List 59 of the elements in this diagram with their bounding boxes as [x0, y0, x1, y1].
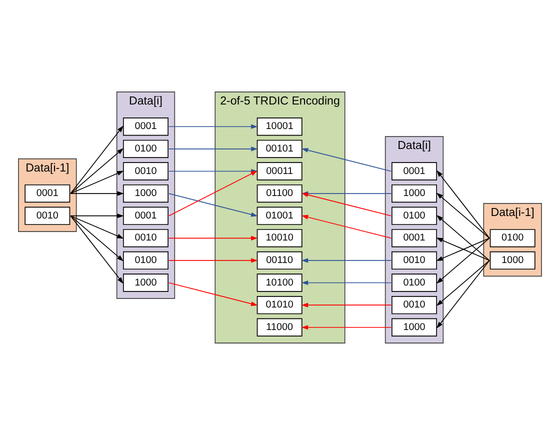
node-box: 1000	[392, 318, 437, 336]
node-box: 0100	[123, 251, 168, 270]
arrow	[70, 148, 124, 194]
arrow	[301, 280, 392, 286]
node-box: 01100	[256, 184, 302, 203]
arrow	[301, 302, 392, 308]
arrow	[436, 238, 490, 284]
arrow	[70, 215, 124, 262]
node-box: 0001	[123, 206, 168, 225]
node-box: 1000	[392, 184, 437, 203]
arrow	[70, 126, 124, 194]
node-box: 0001	[392, 229, 437, 248]
node-box: 0010	[24, 206, 70, 225]
node-box: 00011	[256, 162, 302, 180]
arrow	[70, 215, 124, 284]
node-box: 11000	[256, 318, 302, 336]
arrow	[302, 214, 392, 239]
node-box: 10010	[256, 229, 302, 248]
node-box: 0010	[392, 296, 437, 314]
arrow	[436, 260, 490, 328]
arrow	[302, 192, 392, 216]
node-box: 0010	[392, 251, 437, 270]
arrow	[301, 325, 392, 330]
arrow	[168, 124, 258, 129]
node-box: 00110	[256, 251, 302, 270]
arrow	[70, 170, 124, 194]
arrow	[301, 258, 392, 263]
arrow	[168, 170, 258, 216]
arrow	[70, 191, 124, 196]
node-box: 0100	[392, 274, 437, 292]
node-box: 0010	[123, 162, 168, 180]
node-box: 10001	[256, 118, 302, 136]
node-box: 00101	[256, 140, 302, 158]
arrow	[436, 260, 490, 306]
node-box: 0100	[392, 206, 437, 225]
node-box: 01001	[256, 206, 302, 225]
arrow	[168, 282, 258, 306]
node-box: 01010	[256, 296, 302, 314]
arrow	[436, 170, 490, 239]
arrow	[70, 215, 124, 239]
arrow	[168, 236, 258, 240]
node-box: 1000	[123, 274, 168, 292]
node-box: 10100	[256, 274, 302, 292]
arrow	[168, 193, 258, 217]
arrow	[436, 215, 490, 261]
node-box: 1000	[123, 184, 168, 203]
node-box: 0001	[123, 118, 168, 136]
node-box: 0100	[490, 229, 536, 248]
arrow	[168, 146, 258, 152]
arrow	[302, 148, 392, 172]
node-box: 0001	[24, 184, 70, 203]
arrow	[168, 258, 258, 263]
arrow	[70, 214, 124, 218]
arrow	[436, 192, 490, 239]
node-box: 0001	[392, 162, 437, 180]
arrow	[436, 238, 490, 261]
node-box: 0010	[123, 229, 168, 248]
node-box: 0100	[123, 140, 168, 158]
node-box: 1000	[490, 251, 536, 270]
